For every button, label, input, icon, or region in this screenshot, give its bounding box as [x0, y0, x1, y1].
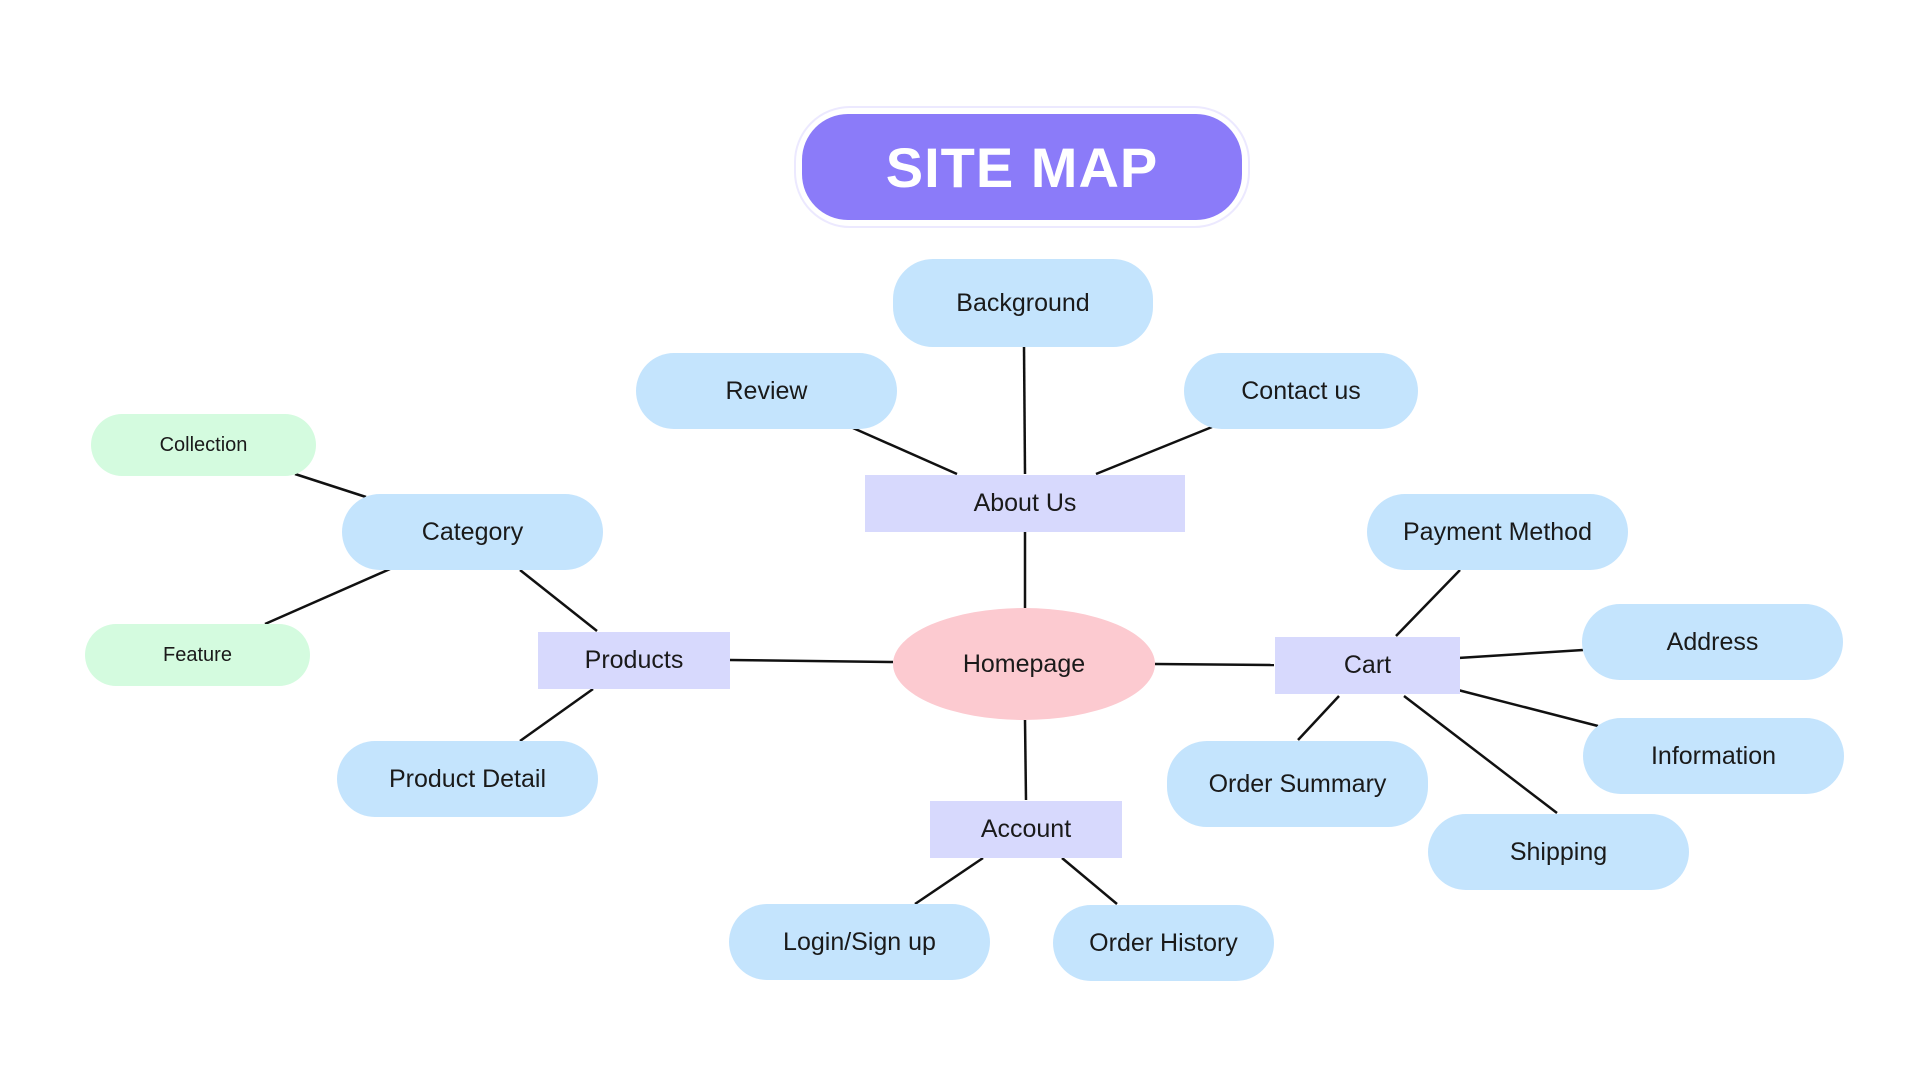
about-us-node: About Us	[865, 475, 1185, 532]
connector-about-us-review	[852, 426, 958, 476]
products-node: Products	[538, 632, 730, 689]
connector-account-order-history	[1061, 857, 1118, 905]
site-map-title: SITE MAP	[802, 114, 1242, 220]
connector-homepage-products	[729, 658, 894, 664]
connector-category-collection	[294, 472, 367, 499]
shipping-node: Shipping	[1428, 814, 1689, 890]
product-detail-node: Product Detail	[337, 741, 598, 817]
connector-cart-payment-method	[1395, 569, 1461, 637]
collection-node: Collection	[91, 414, 316, 476]
homepage-node: Homepage	[893, 608, 1155, 720]
connector-category-feature	[264, 567, 391, 626]
connector-cart-order-summary	[1297, 695, 1340, 741]
cart-node: Cart	[1275, 637, 1460, 694]
connector-cart-address	[1457, 648, 1584, 660]
order-summary-node: Order Summary	[1167, 741, 1428, 827]
connector-about-us-contact-us	[1095, 425, 1213, 476]
payment-method-node: Payment Method	[1367, 494, 1628, 570]
category-node: Category	[342, 494, 603, 570]
information-node: Information	[1583, 718, 1844, 794]
connector-cart-shipping	[1403, 695, 1558, 814]
connector-products-category	[519, 569, 598, 632]
review-node: Review	[636, 353, 897, 429]
account-node: Account	[930, 801, 1122, 858]
connector-products-product-detail	[519, 687, 594, 743]
address-node: Address	[1582, 604, 1843, 680]
connector-homepage-account	[1023, 719, 1028, 801]
feature-node: Feature	[85, 624, 310, 686]
order-history-node: Order History	[1053, 905, 1274, 981]
connector-cart-information	[1457, 688, 1599, 728]
connector-about-us-background	[1022, 345, 1027, 475]
background-node: Background	[893, 259, 1153, 347]
contact-us-node: Contact us	[1184, 353, 1418, 429]
connector-homepage-cart	[1154, 662, 1275, 667]
login-signup-node: Login/Sign up	[729, 904, 990, 980]
connector-account-login	[914, 856, 984, 906]
